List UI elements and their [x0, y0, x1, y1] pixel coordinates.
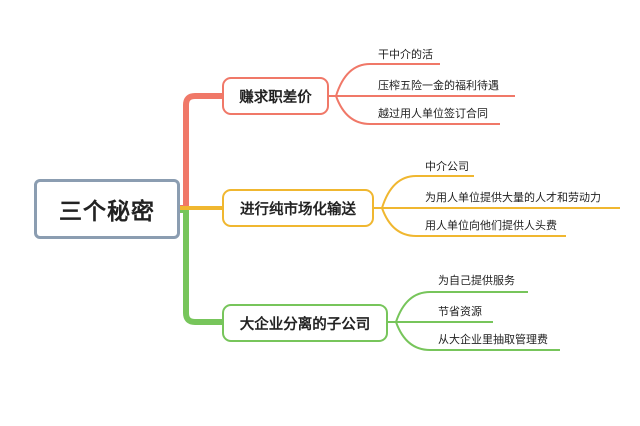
- branch-topic-1[interactable]: 赚求职差价: [222, 77, 329, 115]
- leaf-topic-3-1[interactable]: 为自己提供服务: [438, 274, 515, 287]
- leaf-topic-2-3[interactable]: 用人单位向他们提供人头费: [425, 219, 557, 232]
- branch-topic-2[interactable]: 进行纯市场化输送: [222, 189, 374, 227]
- leaf-topic-1-1[interactable]: 干中介的活: [378, 48, 433, 61]
- leaf-topic-1-2[interactable]: 压榨五险一金的福利待遇: [378, 79, 499, 92]
- root-topic[interactable]: 三个秘密: [34, 179, 180, 239]
- branch-topic-3[interactable]: 大企业分离的子公司: [222, 304, 388, 342]
- connectors-branch-3: [388, 291, 560, 351]
- connectors-branch-2: [374, 175, 620, 237]
- connector-root-to-branch-1: [180, 93, 222, 211]
- leaf-topic-1-3[interactable]: 越过用人单位签订合同: [378, 107, 488, 120]
- connector-root-to-branch-3: [180, 207, 222, 325]
- leaf-topic-3-2[interactable]: 节省资源: [438, 305, 482, 318]
- leaf-topic-2-2[interactable]: 为用人单位提供大量的人才和劳动力: [425, 191, 601, 204]
- connectors-branch-1: [329, 63, 515, 125]
- leaf-topic-3-3[interactable]: 从大企业里抽取管理费: [438, 333, 548, 346]
- leaf-topic-2-1[interactable]: 中介公司: [425, 160, 469, 173]
